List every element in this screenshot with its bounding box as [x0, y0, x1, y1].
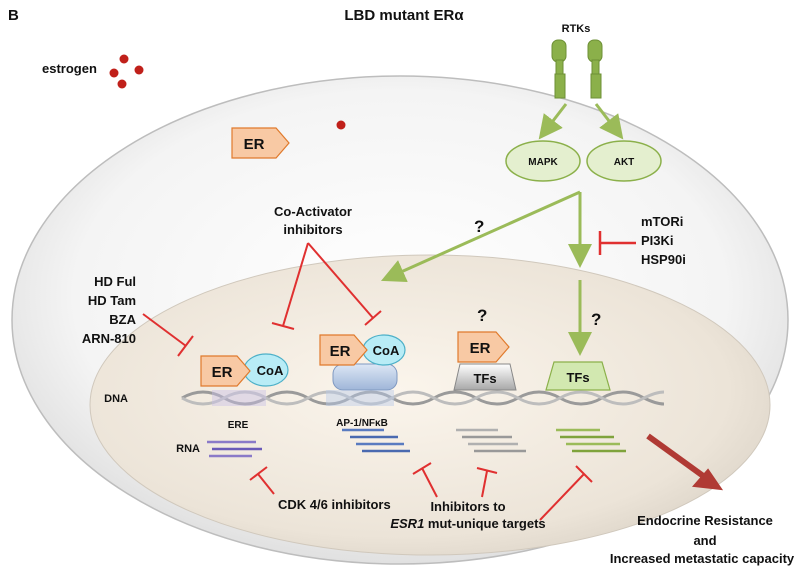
outcome-line3: Increased metastatic capacity [610, 551, 795, 566]
tfs-label-green: TFs [566, 370, 589, 385]
left-inhibitor-symbol [142, 313, 194, 357]
er-label-ere: ER [212, 364, 233, 381]
rna-label: RNA [176, 443, 200, 455]
esr1-inhibitors-rest: mut-unique targets [424, 516, 545, 531]
rtk-arrows [538, 103, 624, 140]
estrogen-dot [117, 79, 127, 89]
right-inhibitor-3: HSP90i [641, 252, 686, 267]
estrogen-dot [109, 68, 119, 78]
esr1-gene-name: ESR1 [390, 516, 424, 531]
tfs-label-grey: TFs [473, 371, 496, 386]
esr1-inhibitor-symbols [412, 462, 593, 521]
rtk-receptors-icon [551, 39, 603, 99]
right-inhibitor-2: PI3Ki [641, 233, 674, 248]
cdk-inhibitor-symbol [249, 466, 275, 495]
rtks-label: RTKs [562, 23, 591, 35]
er-cytoplasm: ER [231, 127, 290, 159]
left-inhibitor-1: HD Ful [94, 274, 136, 289]
ap1-label: AP-1/NFκB [336, 418, 388, 429]
estrogen-dot [119, 54, 129, 64]
nucleus [89, 254, 771, 556]
akt-label: AKT [614, 157, 635, 168]
outcome-line1: Endocrine Resistance [637, 513, 773, 528]
dna-label: DNA [104, 393, 128, 405]
signaling-arrows [381, 190, 592, 356]
right-inhibitor-1: mTORi [641, 214, 683, 229]
estrogen-dot [134, 65, 144, 75]
panel-letter: B [8, 7, 19, 24]
outcome-arrow-icon [646, 433, 724, 491]
er-tfs-complex: TFs ER [453, 331, 517, 391]
diagram-title: LBD mutant ERα [344, 7, 464, 24]
green-tfs: TFs [545, 361, 611, 391]
rna-ere [207, 440, 262, 458]
estrogen-dot-cytoplasm [336, 120, 346, 130]
question-mark-3: ? [591, 310, 601, 329]
coactivator-inhibitor-lines [271, 242, 382, 330]
rna-ap1 [342, 428, 410, 453]
ap1-factor [332, 363, 398, 391]
cdk-inhibitors-label: CDK 4/6 inhibitors [278, 497, 391, 512]
er-coa-ap1-complex: CoA ER [319, 334, 406, 391]
mapk-node: MAPK [505, 140, 581, 182]
rna-er-tfs [456, 428, 526, 453]
left-inhibitor-4: ARN-810 [82, 331, 136, 346]
mapk-label: MAPK [528, 157, 558, 168]
akt-node: AKT [586, 140, 662, 182]
coactivator-inhibitors-line2: inhibitors [283, 222, 342, 237]
right-inhibitor-symbol [598, 231, 636, 255]
coa-label-ere: CoA [257, 363, 284, 378]
question-mark-1: ? [474, 217, 484, 236]
er-label: ER [244, 136, 265, 153]
estrogen-molecules [109, 54, 346, 130]
rna-tfs [556, 428, 626, 453]
esr1-inhibitors-line2: ESR1 mut-unique targets [390, 516, 545, 531]
outcome-line2: and [693, 533, 716, 548]
ere-label: ERE [228, 420, 249, 431]
coa-label-ap1: CoA [373, 343, 400, 358]
estrogen-label: estrogen [42, 61, 97, 76]
er-label-ap1: ER [330, 343, 351, 360]
coactivator-inhibitors-line1: Co-Activator [274, 204, 352, 219]
question-mark-2: ? [477, 306, 487, 325]
left-inhibitor-3: BZA [109, 312, 136, 327]
er-label-tfs: ER [470, 340, 491, 357]
esr1-inhibitors-line1: Inhibitors to [430, 499, 505, 514]
left-inhibitor-2: HD Tam [88, 293, 136, 308]
er-coa-ere-complex: CoA ER [200, 353, 289, 387]
dna-strand [181, 390, 665, 406]
